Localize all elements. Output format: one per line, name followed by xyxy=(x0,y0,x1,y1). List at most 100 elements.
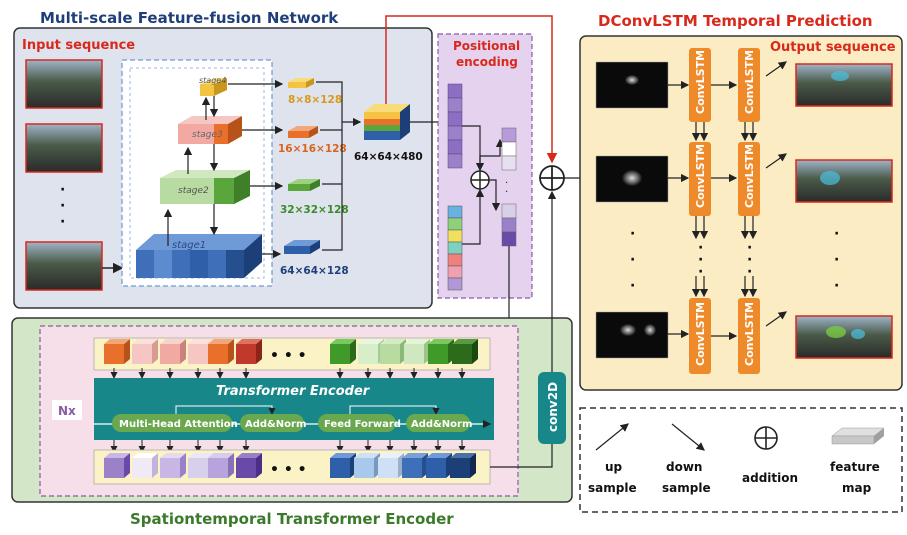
transformer-panel: Spationtemporal Transformer Encoder Nx •… xyxy=(11,190,573,528)
transformer-title: Spationtemporal Transformer Encoder xyxy=(130,510,454,528)
positional-title-1: Positional xyxy=(453,39,520,53)
svg-text:• • •: • • • xyxy=(270,462,307,478)
stage3-block: stage3 xyxy=(178,116,242,144)
convlstm-grid: ConvLSTM ConvLSTM ConvLSTM ConvLSTM Conv… xyxy=(689,48,760,374)
convlstm-cell xyxy=(738,142,760,216)
svg-text:ConvLSTM: ConvLSTM xyxy=(694,144,707,208)
position-embedding-column xyxy=(447,205,463,291)
svg-text:Add&Norm: Add&Norm xyxy=(245,419,306,430)
svg-text:·: · xyxy=(505,187,508,198)
nx-label: Nx xyxy=(58,404,76,418)
output-frame xyxy=(795,315,893,359)
svg-text:map: map xyxy=(842,481,872,495)
svg-text:up: up xyxy=(605,460,623,474)
multiscale-panel: Multi-scale Feature-fusion Network Input… xyxy=(13,9,433,309)
dconvlstm-title: DConvLSTM Temporal Prediction xyxy=(598,12,873,30)
input-frame xyxy=(25,241,103,291)
svg-text:Add&Norm: Add&Norm xyxy=(411,419,472,430)
feature-token-column xyxy=(447,83,463,169)
fused-to-add-arrow xyxy=(385,15,558,164)
svg-text:ConvLSTM: ConvLSTM xyxy=(743,50,756,114)
svg-text:·: · xyxy=(698,264,703,280)
dconvlstm-panel: DConvLSTM Temporal Prediction Output seq… xyxy=(579,12,903,391)
feature-map-32 xyxy=(288,179,320,191)
svg-text:feature: feature xyxy=(830,460,880,474)
feature-map-16 xyxy=(288,126,318,138)
svg-text:sample: sample xyxy=(662,481,711,495)
feature-size-8: 8×8×128 xyxy=(288,94,342,106)
fused-feature-stack xyxy=(364,104,410,140)
saliency-frames xyxy=(595,61,669,359)
svg-text:Feed Forward: Feed Forward xyxy=(324,419,401,430)
svg-text:ConvLSTM: ConvLSTM xyxy=(694,302,707,366)
svg-text:addition: addition xyxy=(742,471,798,485)
input-frame xyxy=(25,123,103,173)
stage4-block: stage4 xyxy=(199,76,227,96)
svg-text:·: · xyxy=(834,278,839,294)
input-frames: · · · xyxy=(25,59,103,291)
convlstm-cell xyxy=(689,142,711,216)
convlstm-cell xyxy=(738,298,760,374)
output-frame xyxy=(795,159,893,203)
svg-text:down: down xyxy=(666,460,702,474)
feature-map-8 xyxy=(288,78,314,88)
positional-encoding-panel: Positional encoding xyxy=(437,33,533,299)
feature-map-icon xyxy=(831,427,885,445)
fused-size-label: 64×64×480 xyxy=(354,151,423,163)
svg-text:sample: sample xyxy=(588,481,637,495)
convlstm-cell xyxy=(738,48,760,122)
multi-head-attention xyxy=(112,414,232,432)
embedded-token-column: · · xyxy=(501,127,517,247)
svg-text:• • •: • • • xyxy=(270,348,307,364)
upsample-icon xyxy=(595,423,629,451)
input-ellipsis: · xyxy=(60,182,65,198)
svg-text:·: · xyxy=(747,264,752,280)
legend: up sample down sample addition feature m… xyxy=(579,407,903,513)
feature-map-64 xyxy=(284,240,320,254)
svg-text:·: · xyxy=(60,214,65,230)
feature-size-32: 32×32×128 xyxy=(280,204,349,216)
svg-text:·: · xyxy=(747,252,752,268)
feature-size-64: 64×64×128 xyxy=(280,265,349,277)
transformer-encoder-label: Transformer Encoder xyxy=(216,384,371,399)
svg-text:·: · xyxy=(630,252,635,268)
feature-size-16: 16×16×128 xyxy=(278,143,347,155)
svg-text:·: · xyxy=(747,240,752,256)
svg-text:·: · xyxy=(698,252,703,268)
feed-forward xyxy=(318,414,396,432)
add-norm-1 xyxy=(240,414,304,432)
stage1-block: stage1 xyxy=(136,234,262,278)
svg-text:·: · xyxy=(834,226,839,242)
svg-text:stage4: stage4 xyxy=(199,76,226,85)
conv2d-block xyxy=(538,372,566,444)
svg-text:stage1: stage1 xyxy=(172,240,206,251)
svg-text:ConvLSTM: ConvLSTM xyxy=(743,144,756,208)
add-norm-2 xyxy=(406,414,470,432)
positional-title-2: encoding xyxy=(456,55,518,69)
stage2-block: stage2 xyxy=(160,170,250,204)
downsample-icon xyxy=(671,423,705,451)
bottom-tokens: • • • xyxy=(104,453,476,478)
big-add-icon xyxy=(539,165,565,191)
svg-text:·: · xyxy=(630,278,635,294)
conv2d-label: conv2D xyxy=(546,382,560,432)
output-frames xyxy=(795,63,893,359)
svg-text:ConvLSTM: ConvLSTM xyxy=(743,302,756,366)
svg-text:·: · xyxy=(505,178,508,189)
svg-text:ConvLSTM: ConvLSTM xyxy=(694,50,707,114)
input-frame xyxy=(25,59,103,109)
convlstm-cell xyxy=(689,48,711,122)
svg-text:·: · xyxy=(630,226,635,242)
svg-text:Multi-Head Attention: Multi-Head Attention xyxy=(119,419,238,430)
addition-icon xyxy=(754,426,778,450)
svg-text:stage2: stage2 xyxy=(178,186,209,196)
svg-text:·: · xyxy=(698,240,703,256)
output-frame xyxy=(795,63,893,107)
multiscale-title: Multi-scale Feature-fusion Network xyxy=(40,9,339,27)
svg-text:stage3: stage3 xyxy=(192,130,223,140)
svg-text:·: · xyxy=(60,198,65,214)
convlstm-cell xyxy=(689,298,711,374)
output-sequence-label: Output sequence xyxy=(770,40,896,55)
svg-text:·: · xyxy=(834,252,839,268)
